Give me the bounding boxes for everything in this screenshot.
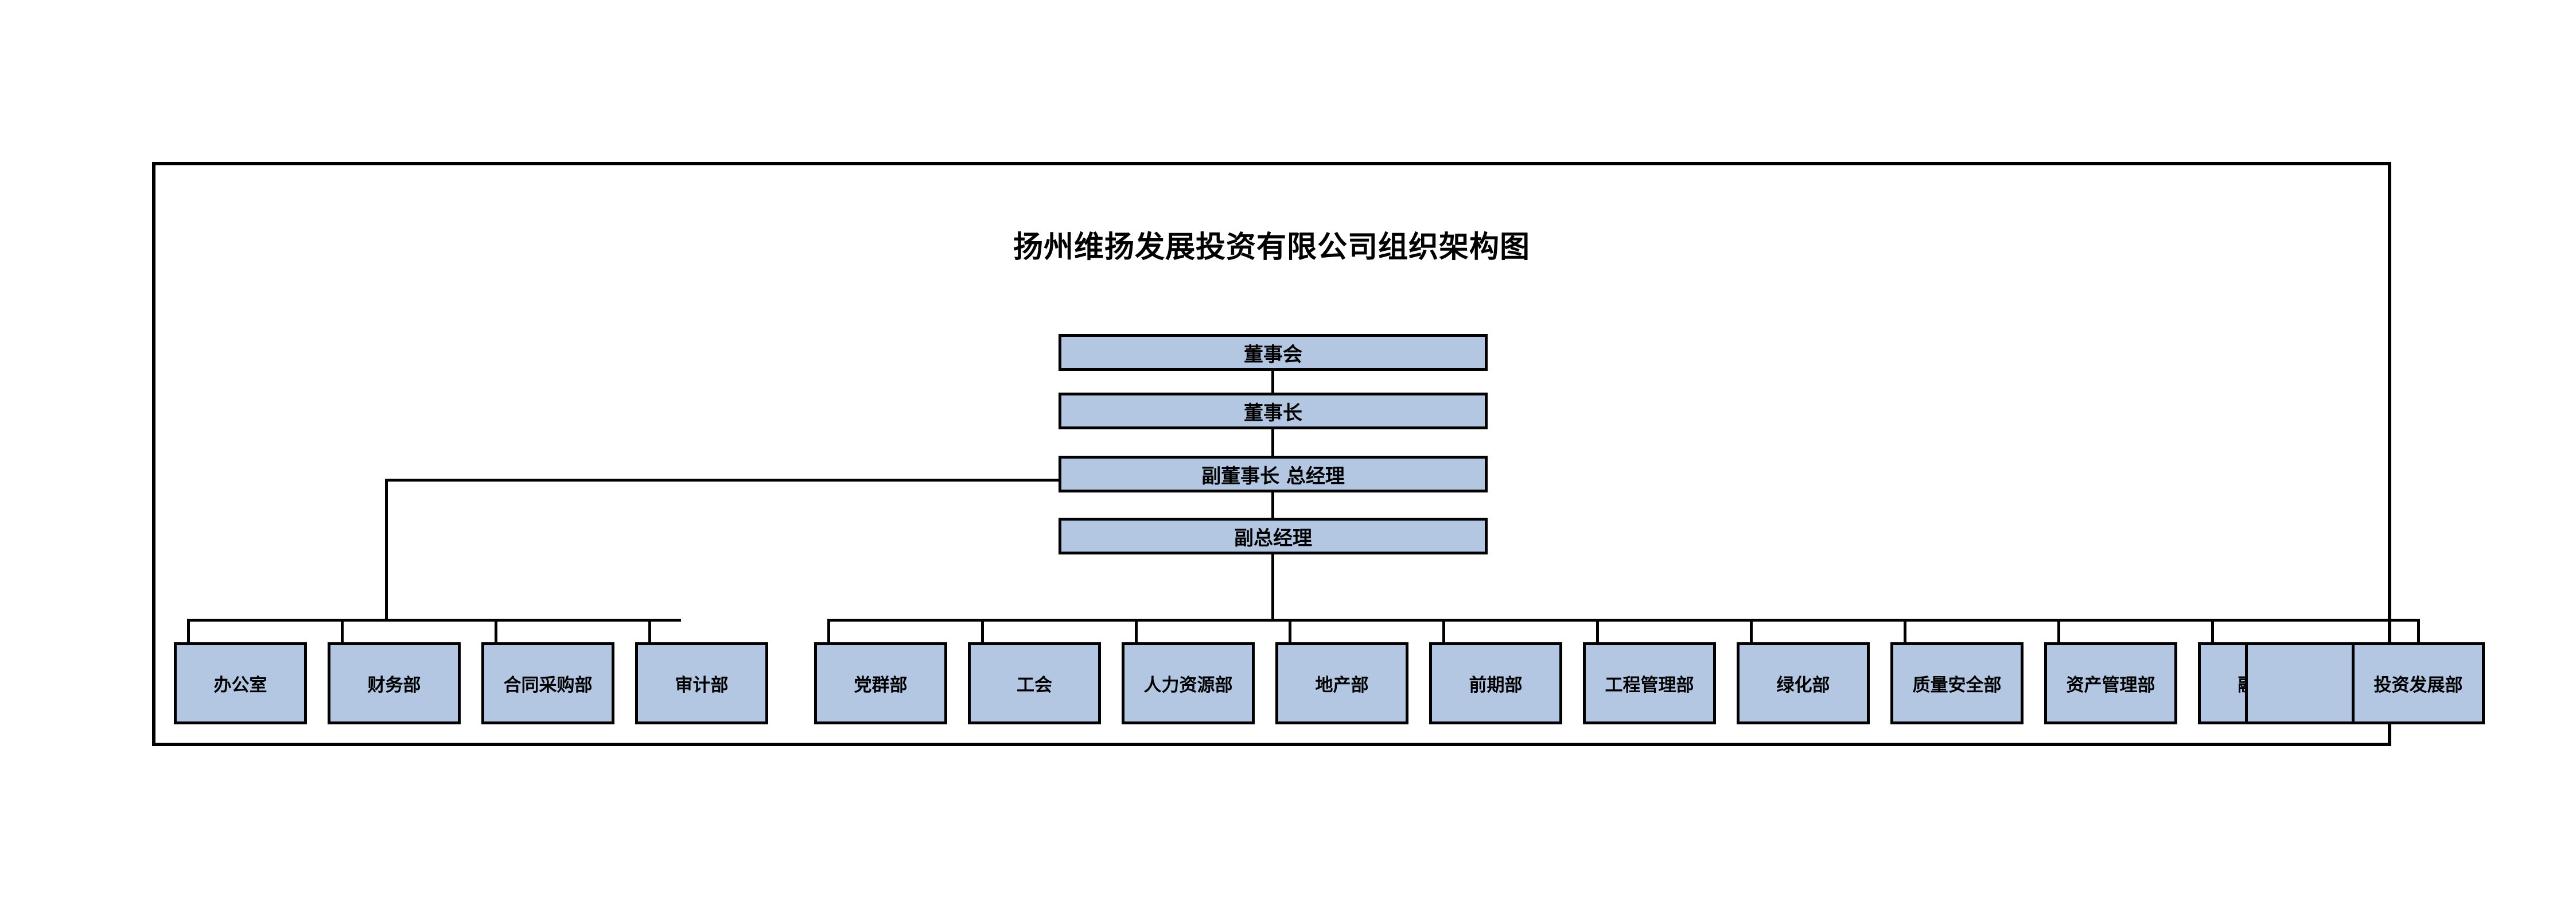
stem-party-mass: [827, 619, 830, 642]
connector-vice-chairman-left-drop: [385, 479, 388, 622]
stem-labor-union: [981, 619, 984, 642]
stem-human-resources: [1135, 619, 1138, 642]
connector-vice-chairman-to-deputy-gm: [1271, 492, 1274, 518]
connector-deputy-gm-drop: [1271, 554, 1274, 622]
connector-chairman-to-vice-chairman: [1271, 429, 1274, 456]
stem-investment-dev: [2417, 619, 2420, 642]
stem-asset-mgmt: [2057, 619, 2060, 642]
page-title: 扬州维扬发展投资有限公司组织架构图: [1013, 230, 1530, 265]
stem-greening: [1750, 619, 1753, 642]
node-deputy-general-manager[interactable]: 副总经理: [1059, 518, 1488, 554]
node-vice-chairman-general-manager[interactable]: 副董事长 总经理: [1059, 456, 1488, 492]
node-finance[interactable]: 财务部: [328, 642, 461, 724]
node-audit[interactable]: 审计部: [635, 642, 768, 724]
node-office[interactable]: 办公室: [174, 642, 307, 724]
stem-office: [187, 619, 190, 642]
stem-financing: [2211, 619, 2214, 642]
node-labor-union[interactable]: 工会: [968, 642, 1101, 724]
node-party-mass[interactable]: 党群部: [814, 642, 947, 724]
node-real-estate[interactable]: 地产部: [1275, 642, 1408, 724]
node-contract-purchase[interactable]: 合同采购部: [481, 642, 614, 724]
node-greening[interactable]: 绿化部: [1737, 642, 1870, 724]
node-quality-safety[interactable]: 质量安全部: [1890, 642, 2024, 724]
org-chart-frame: 扬州维扬发展投资有限公司组织架构图 董事会 董事长 副董事长 总经理 副总经理: [152, 162, 2485, 746]
node-engineering-mgmt[interactable]: 工程管理部: [1583, 642, 1716, 724]
stem-engineering-mgmt: [1596, 619, 1599, 642]
connector-board-to-chairman: [1271, 371, 1274, 393]
stem-preliminary: [1442, 619, 1445, 642]
node-asset-mgmt[interactable]: 资产管理部: [2044, 642, 2177, 724]
connector-vice-chairman-left-arm: [385, 479, 1060, 482]
stem-contract-purchase: [495, 619, 497, 642]
node-chairman[interactable]: 董事长: [1059, 393, 1488, 429]
bus-line-right-group: [827, 619, 2420, 622]
stem-audit: [648, 619, 651, 642]
stem-finance: [341, 619, 344, 642]
stem-real-estate: [1289, 619, 1291, 642]
bus-line-left-group: [187, 619, 681, 622]
node-human-resources[interactable]: 人力资源部: [1122, 642, 1255, 724]
node-investment-dev[interactable]: 投资发展部: [2352, 642, 2485, 724]
stem-quality-safety: [1904, 619, 1906, 642]
node-board[interactable]: 董事会: [1059, 334, 1488, 371]
node-preliminary[interactable]: 前期部: [1429, 642, 1562, 724]
